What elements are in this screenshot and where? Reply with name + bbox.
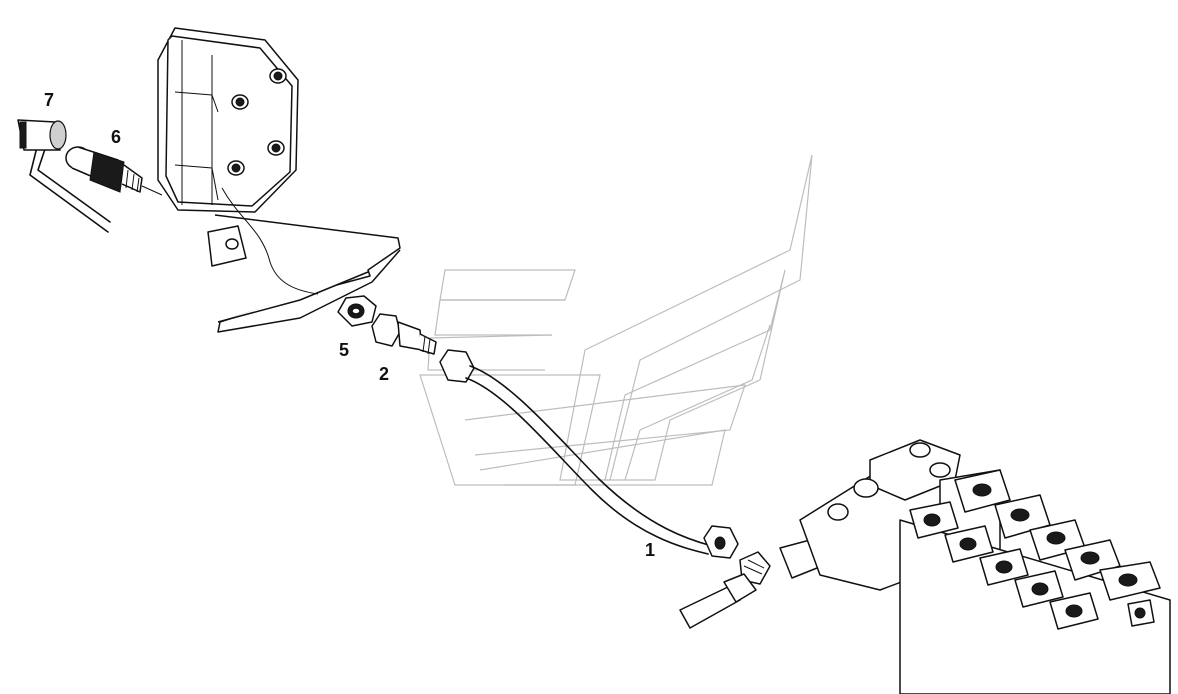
brand-logo-watermark	[419, 154, 813, 486]
callout-7: 7	[44, 90, 54, 110]
part-7-cap	[17, 119, 111, 233]
control-valve-block	[679, 439, 1171, 694]
callout-2: 2	[379, 364, 389, 384]
footswitch-assembly	[157, 27, 401, 333]
callout-5: 5	[339, 340, 349, 360]
valve-ports	[909, 469, 1161, 630]
part-6-switch	[65, 146, 163, 196]
part-2-fitting	[371, 313, 437, 355]
part-5-nut	[337, 295, 377, 327]
part-1-hose	[439, 349, 739, 559]
callout-1: 1	[645, 540, 655, 560]
callout-6: 6	[111, 127, 121, 147]
